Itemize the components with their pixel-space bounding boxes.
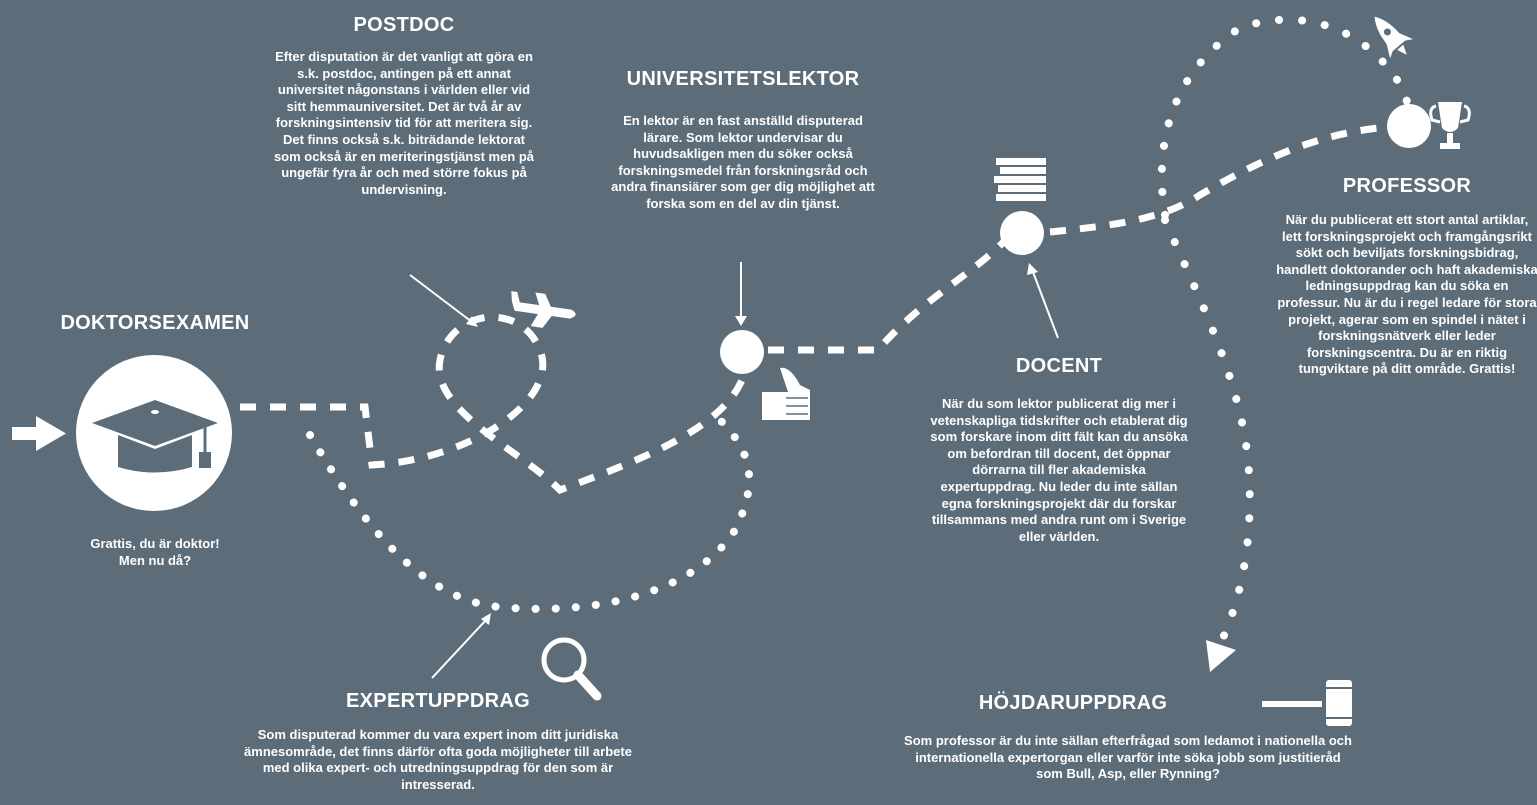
docent-block: DOCENT När du som lektor publicerat dig …	[920, 355, 1198, 545]
hojdar-block: HÖJDARUPPDRAG Som professor är du inte s…	[894, 692, 1362, 783]
docent-text: När du som lektor publicerat dig mer i v…	[930, 396, 1188, 544]
expert-dotted-path	[306, 416, 754, 613]
docent-node	[1000, 211, 1044, 255]
professor-block: PROFESSOR När du publicerat ett stort an…	[1276, 175, 1537, 378]
lektor-title: UNIVERSITETSLEKTOR	[626, 68, 860, 90]
expert-block: EXPERTUPPDRAG Som disputerad kommer du v…	[226, 690, 650, 793]
dotted-arrowhead	[1206, 640, 1236, 672]
lektor-block: UNIVERSITETSLEKTOR En lektor är en fast …	[600, 68, 886, 213]
doktorsexamen-caption: Grattis, du är doktor! Men nu då?	[90, 536, 220, 568]
graduation-cap-icon	[92, 400, 218, 473]
thumbs-up-icon	[762, 367, 810, 420]
lektor-text: En lektor är en fast anställd disputerad…	[611, 113, 875, 211]
professor-node	[1387, 104, 1431, 148]
expert-title: EXPERTUPPDRAG	[346, 690, 530, 712]
postdoc-text: Efter disputation är det vanligt att gör…	[273, 49, 535, 197]
professor-title: PROFESSOR	[1342, 175, 1472, 197]
doktorsexamen-block: DOKTORSEXAMEN	[40, 312, 270, 335]
hojdar-title: HÖJDARUPPDRAG	[978, 692, 1168, 714]
expert-text: Som disputerad kommer du vara expert ino…	[244, 727, 632, 792]
postdoc-title: POSTDOC	[353, 14, 455, 36]
arrow-right-icon	[12, 416, 66, 451]
hojdar-text: Som professor är du inte sällan efterfrå…	[904, 733, 1352, 782]
professor-text: När du publicerat ett stort antal artikl…	[1276, 212, 1537, 377]
magnifier-icon	[541, 637, 602, 701]
airplane-icon	[511, 291, 576, 328]
doktorsexamen-title: DOKTORSEXAMEN	[60, 312, 250, 334]
docent-title: DOCENT	[1015, 355, 1103, 377]
lektor-node	[720, 330, 764, 374]
hojdar-dotted-path	[1161, 216, 1254, 644]
trophy-icon	[1429, 102, 1471, 149]
books-icon	[994, 158, 1046, 201]
rocket-icon	[1374, 16, 1414, 59]
main-dashed-path	[240, 123, 1391, 495]
gavel-icon	[1262, 680, 1352, 726]
postdoc-block: POSTDOC Efter disputation är det vanligt…	[270, 14, 538, 198]
pointer-arrows	[409, 262, 1059, 679]
